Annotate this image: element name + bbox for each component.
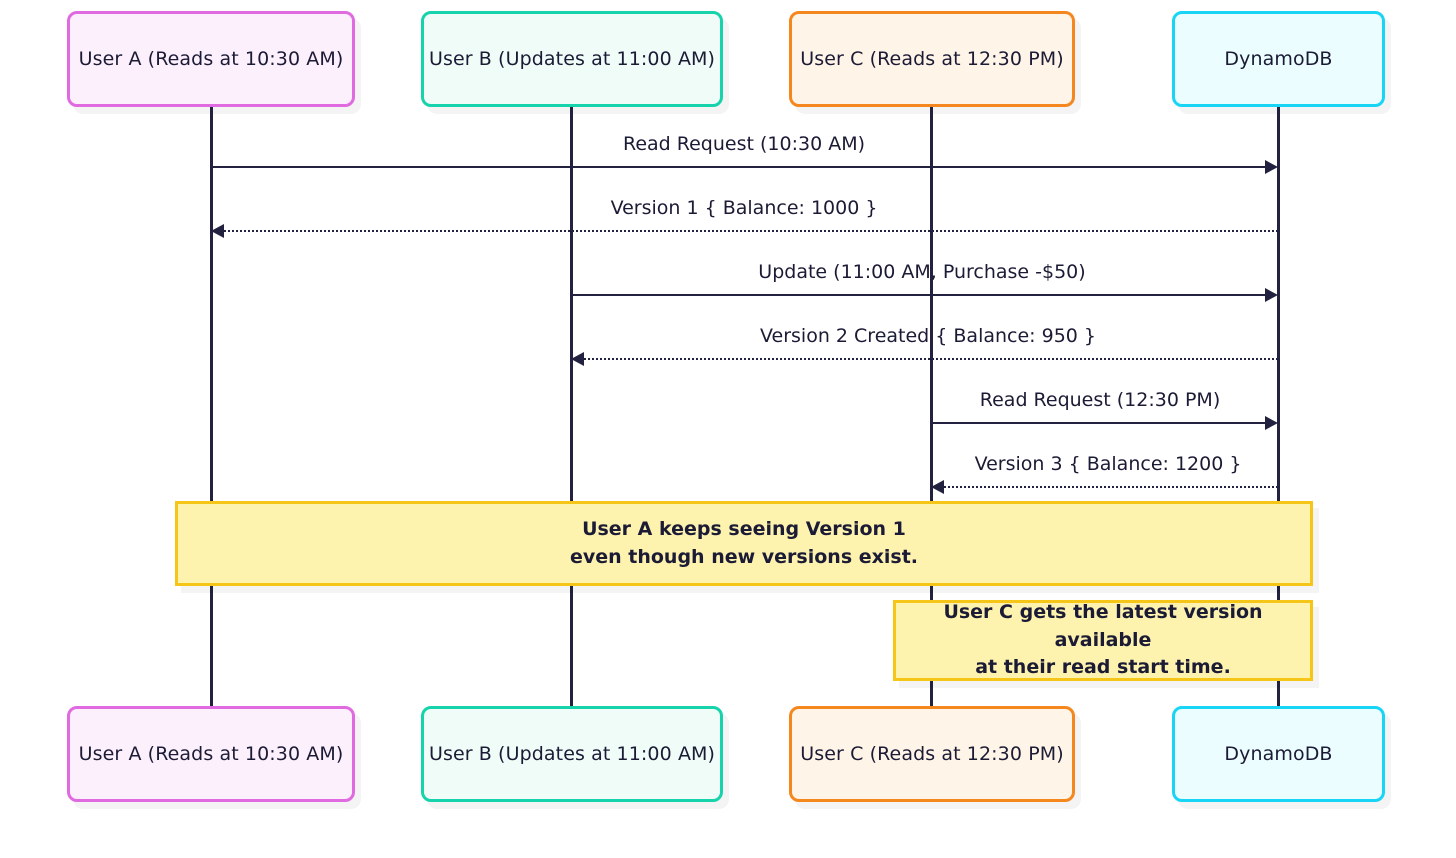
participant-box-user-a-bottom[interactable]: User A (Reads at 10:30 AM) [67,706,355,802]
message-line-m2 [224,230,1278,232]
message-label-m3: Update (11:00 AM, Purchase -$50) [758,261,1086,283]
lifeline-user-b [570,107,573,707]
message-label-m1: Read Request (10:30 AM) [622,133,866,155]
participant-box-user-b-bottom[interactable]: User B (Updates at 11:00 AM) [421,706,723,802]
note-2-line-2: at their read start time. [975,656,1231,679]
message-arrowhead-m5 [1265,416,1278,430]
participant-label-dynamodb-top: DynamoDB [1224,48,1333,70]
participant-label-user-c-top: User C (Reads at 12:30 PM) [800,48,1064,70]
participant-box-user-b-top[interactable]: User B (Updates at 11:00 AM) [421,11,723,107]
message-line-m4 [584,358,1278,360]
message-label-m5: Read Request (12:30 PM) [979,389,1221,411]
note-user-a-stale-read[interactable]: User A keeps seeing Version 1 even thoug… [175,501,1313,586]
participant-box-user-c-bottom[interactable]: User C (Reads at 12:30 PM) [789,706,1075,802]
participant-box-dynamodb-bottom[interactable]: DynamoDB [1172,706,1385,802]
note-1-line-2: even though new versions exist. [569,545,919,568]
message-label-m4: Version 2 Created { Balance: 950 } [759,325,1097,347]
lifeline-dynamodb [1277,107,1280,707]
participant-label-user-a-bottom: User A (Reads at 10:30 AM) [78,743,344,765]
participant-label-user-a-top: User A (Reads at 10:30 AM) [78,48,344,70]
participant-box-user-a-top[interactable]: User A (Reads at 10:30 AM) [67,11,355,107]
lifeline-user-a [210,107,213,707]
participant-box-dynamodb-top[interactable]: DynamoDB [1172,11,1385,107]
message-arrowhead-m4 [571,352,584,366]
message-arrowhead-m3 [1265,288,1278,302]
message-line-m6 [944,486,1278,488]
note-user-c-latest-version[interactable]: User C gets the latest version available… [893,600,1313,681]
message-arrowhead-m1 [1265,160,1278,174]
message-line-m5 [931,422,1265,424]
message-line-m1 [211,166,1265,168]
message-line-m3 [571,294,1265,296]
lifeline-user-c [930,107,933,707]
participant-label-user-b-bottom: User B (Updates at 11:00 AM) [428,743,716,765]
message-arrowhead-m6 [931,480,944,494]
message-label-m6: Version 3 { Balance: 1200 } [974,453,1242,475]
participant-label-user-b-top: User B (Updates at 11:00 AM) [428,48,716,70]
message-label-m2: Version 1 { Balance: 1000 } [610,197,878,219]
note-1-line-1: User A keeps seeing Version 1 [582,517,906,540]
message-arrowhead-m2 [211,224,224,238]
note-2-line-1: User C gets the latest version available [943,601,1263,651]
participant-box-user-c-top[interactable]: User C (Reads at 12:30 PM) [789,11,1075,107]
participant-label-user-c-bottom: User C (Reads at 12:30 PM) [800,743,1064,765]
participant-label-dynamodb-bottom: DynamoDB [1224,743,1333,765]
